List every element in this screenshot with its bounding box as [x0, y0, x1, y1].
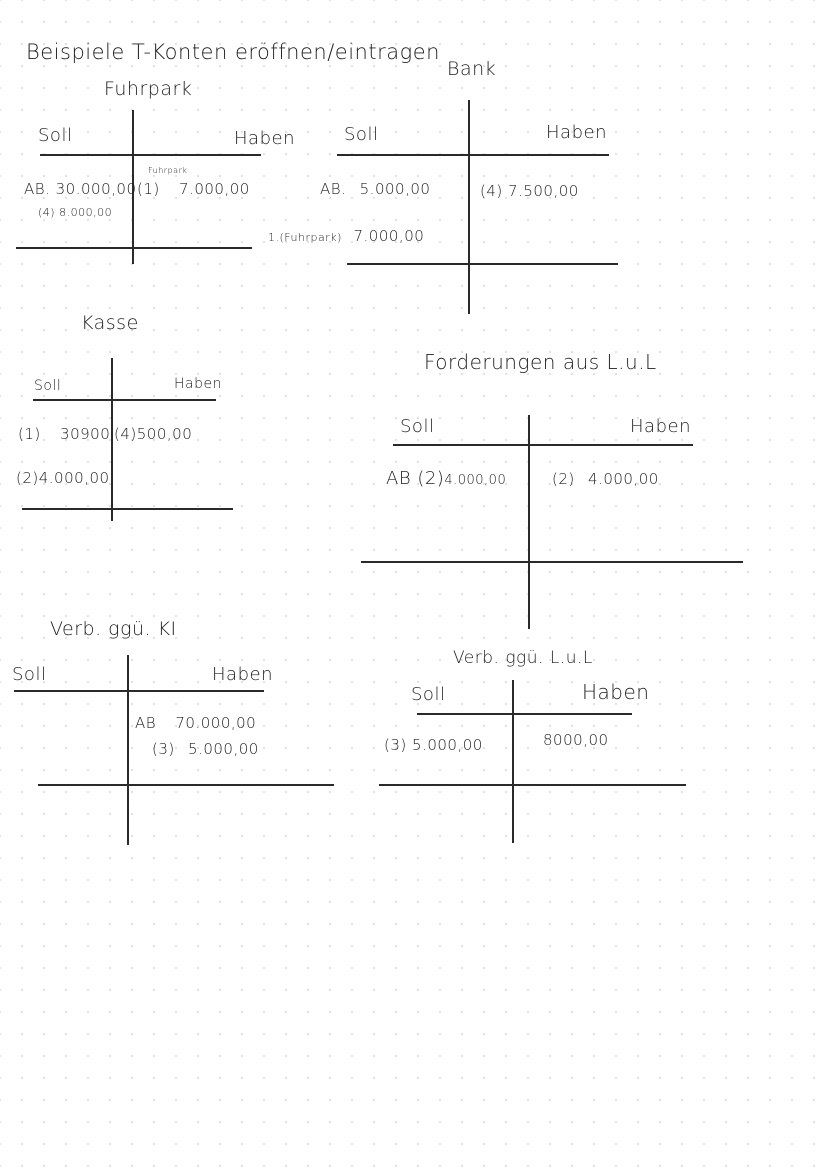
entry-amount: 7.000,00	[179, 180, 250, 198]
haben-header: Haben	[630, 416, 691, 437]
closing-line	[22, 508, 233, 510]
soll-entry: (2)4.000,00	[16, 469, 110, 487]
haben-header: Haben	[212, 664, 273, 685]
haben-entry: (4)500,00	[114, 425, 192, 443]
closing-line	[347, 263, 618, 265]
closing-line	[379, 784, 686, 786]
t-vertical-line	[127, 655, 129, 845]
account-title: Verb. ggü. L.u.L	[453, 648, 593, 668]
entry-ref: (3)	[152, 740, 175, 758]
closing-line	[16, 247, 252, 249]
soll-entry: (1) 30900	[18, 425, 110, 443]
account-title: Forderungen aus L.u.L	[424, 350, 657, 374]
soll-header: Soll	[344, 124, 379, 145]
entry-amount: 7.000,00	[353, 227, 425, 245]
entry-amount: 30.000,00	[55, 180, 137, 198]
entry-ref: AB (2)	[386, 468, 445, 489]
entry-amount: 8.000,00	[59, 206, 113, 219]
soll-header: Soll	[34, 378, 62, 394]
entry-note: Fuhrpark	[148, 166, 188, 175]
account-title: Fuhrpark	[104, 78, 193, 100]
entry-ref: (2)	[552, 470, 575, 488]
soll-header: Soll	[38, 125, 73, 146]
entry-amount: 8000,00	[543, 731, 609, 749]
haben-entry: (3) 5.000,00	[152, 740, 259, 758]
soll-header: Soll	[411, 684, 446, 705]
t-horizontal-line	[337, 154, 609, 156]
haben-header: Haben	[582, 680, 650, 704]
soll-header: Soll	[12, 664, 47, 685]
account-title: Verb. ggü. KI	[50, 618, 177, 640]
haben-entry: AB 70.000,00	[135, 714, 256, 732]
entry-amount: 30900	[60, 425, 111, 443]
entry-amount: 4.000,00	[588, 470, 659, 488]
soll-entry: 1.(Fuhrpark) 7.000,00	[268, 226, 424, 245]
haben-entry: 8000,00	[543, 731, 609, 749]
t-horizontal-line	[40, 154, 261, 156]
entry-amount: 5.000,00	[412, 736, 483, 754]
haben-header: Haben	[546, 122, 607, 143]
haben-entry: (4) 7.500,00	[480, 182, 579, 200]
haben-header: Haben	[174, 376, 222, 392]
soll-header: Soll	[400, 416, 435, 437]
entry-ref: AB	[135, 714, 157, 732]
haben-header: Haben	[234, 128, 295, 149]
t-horizontal-line	[33, 399, 216, 401]
entry-amount: 4.000,00	[444, 473, 507, 488]
entry-ref: (4)	[114, 425, 137, 443]
page-title: Beispiele T-Konten eröffnen/eintragen	[26, 40, 440, 64]
entry-amount: 500,00	[136, 425, 193, 443]
t-vertical-line	[512, 680, 514, 843]
closing-line	[361, 561, 743, 563]
soll-entry: (3) 5.000,00	[384, 736, 483, 754]
haben-entry: (2) 4.000,00	[552, 470, 659, 488]
entry-ref: AB.	[24, 180, 51, 198]
soll-entry: AB (2)4.000,00	[386, 468, 506, 489]
t-vertical-line	[111, 358, 113, 521]
soll-entry: AB. 30.000,00	[24, 180, 136, 198]
t-vertical-line	[132, 110, 134, 264]
entry-ref: 1.(Fuhrpark)	[268, 231, 342, 244]
entry-ref: (1)	[137, 180, 160, 198]
soll-entry: AB. 5.000,00	[320, 180, 430, 198]
entry-ref: (4)	[38, 206, 56, 219]
entry-amount: 70.000,00	[175, 714, 257, 732]
entry-ref: AB.	[320, 180, 347, 198]
entry-ref: (4)	[480, 182, 503, 200]
t-vertical-line	[528, 415, 530, 629]
account-title: Kasse	[81, 312, 139, 334]
account-title: Bank	[447, 58, 497, 80]
haben-entry: (1) 7.000,00	[137, 180, 250, 198]
entry-amount: 5.000,00	[188, 740, 259, 758]
t-vertical-line	[468, 100, 470, 314]
entry-ref: (2)	[16, 469, 39, 487]
t-horizontal-line	[393, 444, 693, 446]
closing-line	[38, 784, 334, 786]
soll-entry: (4) 8.000,00	[38, 206, 112, 219]
entry-ref: (1)	[18, 425, 41, 443]
entry-amount: 7.500,00	[508, 182, 579, 200]
entry-amount: 4.000,00	[38, 469, 110, 487]
entry-ref: (3)	[384, 736, 407, 754]
t-horizontal-line	[417, 713, 632, 715]
t-horizontal-line	[14, 690, 264, 692]
entry-amount: 5.000,00	[359, 180, 431, 198]
